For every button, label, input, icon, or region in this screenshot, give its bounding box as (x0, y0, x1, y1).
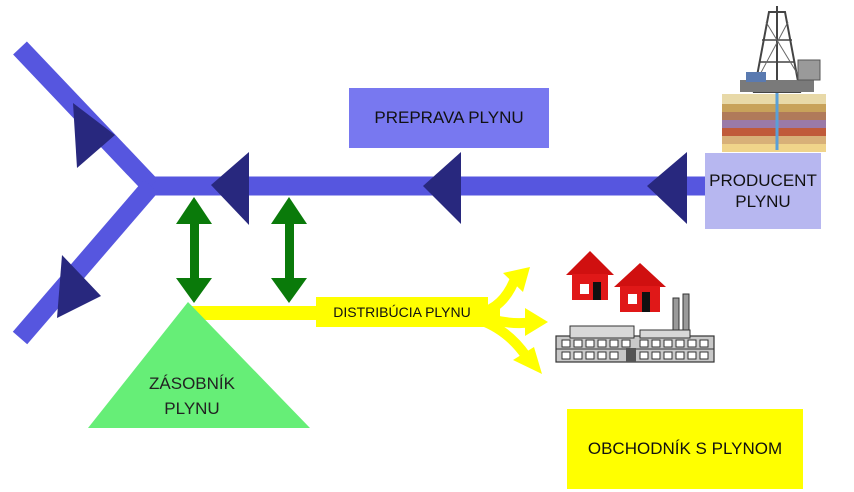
distribution-arrowhead-down (513, 347, 542, 374)
storage-arrow-left (176, 197, 212, 303)
storage-triangle (88, 302, 310, 428)
distribution-arrowhead-mid (525, 308, 548, 336)
producer-label-line-2: PLYNU (735, 192, 791, 211)
transport-label: PREPRAVA PLYNU (374, 108, 524, 127)
house-icon (566, 251, 614, 300)
transport-label-box: PREPRAVA PLYNU (349, 88, 549, 148)
distribution-label: DISTRIBÚCIA PLYNU (333, 304, 471, 320)
flow-arrow-main-1 (211, 152, 249, 225)
flow-arrow-lower-branch (57, 255, 101, 318)
flow-arrows (57, 103, 687, 318)
producer-label-box: PRODUCENT PLYNU (705, 153, 821, 229)
house-icon (614, 263, 666, 312)
trader-label-box: OBCHODNÍK S PLYNOM (567, 409, 803, 489)
storage-label-line-2: PLYNU (164, 398, 220, 418)
pipeline-branch-lower (12, 179, 159, 345)
storage-label-line-1: ZÁSOBNÍK (149, 374, 235, 393)
flow-arrow-main-2 (423, 152, 461, 224)
factory-icon (555, 293, 715, 363)
storage-arrow-right (271, 197, 307, 303)
storage-label: ZÁSOBNÍK PLYNU (108, 372, 276, 421)
oil-rig-icon (722, 6, 826, 152)
flow-arrow-main-3 (647, 152, 687, 224)
trader-label: OBCHODNÍK S PLYNOM (587, 439, 783, 458)
producer-label-line-1: PRODUCENT (709, 170, 817, 190)
distribution-arrowhead-up (503, 267, 530, 292)
distribution-label-box: DISTRIBÚCIA PLYNU (316, 297, 488, 327)
flow-arrow-upper-branch (73, 103, 115, 168)
